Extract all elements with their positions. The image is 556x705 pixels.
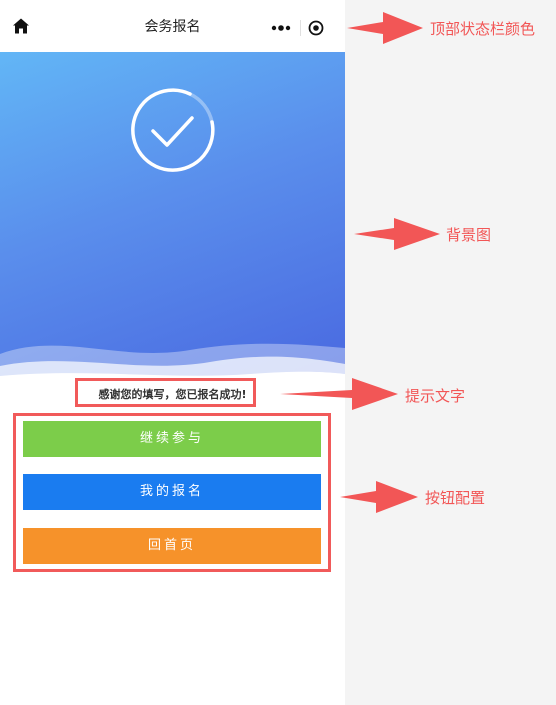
tip-highlight-box: [75, 378, 256, 407]
page-title: 会务报名: [144, 19, 201, 35]
annotation-tip-text: 提示文字: [405, 387, 466, 405]
check-circle-icon: [131, 88, 215, 172]
hero-background: [0, 52, 345, 382]
more-dots-icon[interactable]: [270, 20, 292, 36]
arrow-icon: [280, 378, 398, 410]
phone-screen: 会务报名 感谢您的填写，您已报名成功! 继续参与 我的报名: [0, 0, 345, 705]
success-tip-text: 感谢您的填写，您已报名成功!: [98, 388, 247, 401]
wave-decoration: [0, 343, 345, 382]
annotation-navbar-color: 顶部状态栏颜色: [430, 20, 536, 38]
my-registration-button[interactable]: 我的报名: [23, 474, 321, 510]
annotation-background-image: 背景图: [446, 226, 492, 244]
navbar: 会务报名: [0, 0, 345, 52]
target-icon[interactable]: [308, 20, 324, 36]
home-icon[interactable]: [12, 17, 30, 35]
arrow-icon: [347, 12, 423, 44]
buttons-highlight-box: [13, 413, 331, 572]
arrow-icon: [340, 481, 418, 513]
mini-program-capsule: [262, 14, 338, 42]
continue-button[interactable]: 继续参与: [23, 421, 321, 457]
annotation-button-config: 按钮配置: [425, 489, 486, 507]
back-home-button[interactable]: 回首页: [23, 528, 321, 564]
arrow-icon: [354, 218, 440, 250]
capsule-divider: [300, 20, 301, 36]
